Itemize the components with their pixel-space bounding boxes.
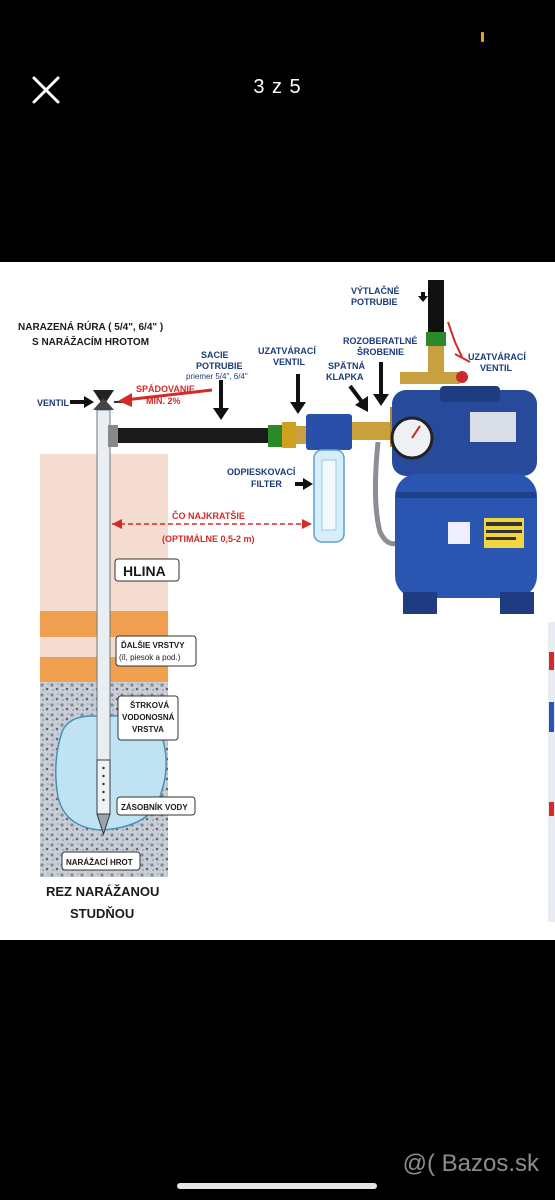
pump-body (392, 390, 537, 476)
close-button[interactable] (28, 72, 64, 108)
well-pipe (96, 409, 111, 761)
label-spadovanie-2: MIN. 2% (146, 396, 181, 406)
home-indicator[interactable] (177, 1183, 377, 1189)
label-strkova: ŠTRKOVÁ (130, 701, 169, 710)
label-ventil: VENTIL (37, 398, 70, 408)
label-strkova-3: VRSTVA (132, 725, 164, 734)
label-zasobnik: ZÁSOBNÍK VODY (121, 803, 188, 812)
label-najkratsie: ČO NAJKRATŠIE (172, 510, 245, 521)
label-spatna-2: KLAPKA (326, 372, 364, 382)
label-dalsie-2: (íl, piesok a pod.) (119, 653, 181, 662)
status-indicator (481, 32, 484, 42)
label-rozob-2: ŠROBENIE (357, 346, 404, 357)
label-box-hlina (114, 558, 180, 582)
label-spadovanie: SPÁDOVANIE (136, 384, 195, 394)
label-narazaci-hrot: NARÁŽACÍ HROT (66, 858, 133, 867)
label-dalsie: ĎALŠIE VRSTVY (121, 641, 185, 650)
diagram-caption-2: STUDŇOU (70, 906, 134, 921)
label-sacie-2: POTRUBIE (196, 361, 243, 371)
label-box-dalsie (115, 635, 197, 667)
suction-pipe (110, 428, 310, 443)
diagram-caption: REZ NARÁŽANOU (46, 884, 159, 899)
label-sacie: SACIE (201, 350, 229, 360)
viewer-top-bar: 3 z 5 (0, 0, 555, 180)
label-narazena-rura: NARAZENÁ RÚRA ( 5/4", 6/4" ) (18, 320, 163, 333)
label-uzatv-left-2: VENTIL (273, 357, 306, 367)
label-strkova-2: VODONOSNÁ (122, 713, 175, 722)
label-vytlacne-2: POTRUBIE (351, 297, 398, 307)
label-vytlacne: VÝTLAČNÉ (351, 285, 400, 296)
listing-photo[interactable]: NARAZENÁ RÚRA ( 5/4", 6/4" ) S NARÁŽACÍM… (0, 262, 555, 940)
well-diagram: NARAZENÁ RÚRA ( 5/4", 6/4" ) S NARÁŽACÍM… (18, 280, 555, 922)
label-uzatv-right-2: VENTIL (480, 363, 513, 373)
close-icon (32, 76, 60, 104)
label-narazena-rura-2: S NARÁŽACÍM HROTOM (32, 335, 149, 348)
label-hlina: HLINA (123, 563, 166, 579)
label-odpiesk-2: FILTER (251, 479, 282, 489)
filter-head (306, 414, 352, 450)
label-uzatv-left: UZATVÁRACÍ (258, 346, 316, 356)
label-spatna: SPÄTNÁ (328, 361, 366, 371)
bazos-watermark: @( Bazos.sk (402, 1150, 539, 1177)
label-uzatv-right: UZATVÁRACÍ (468, 352, 526, 362)
label-odpiesk: ODPIESKOVACÍ (227, 467, 296, 477)
label-najkratsie-2: (OPTIMÁLNE 0,5-2 m) (162, 534, 255, 544)
discharge-pipe (428, 280, 444, 335)
edge-fragment (548, 622, 555, 922)
image-counter: 3 z 5 (253, 76, 302, 98)
label-sacie-3: priemer 5/4", 6/4" (186, 372, 248, 381)
label-box-zasobnik (116, 796, 196, 816)
label-box-hrot (61, 851, 141, 871)
label-rozob: ROZOBERATLNÉ (343, 336, 417, 346)
label-box-strkova (117, 695, 179, 741)
